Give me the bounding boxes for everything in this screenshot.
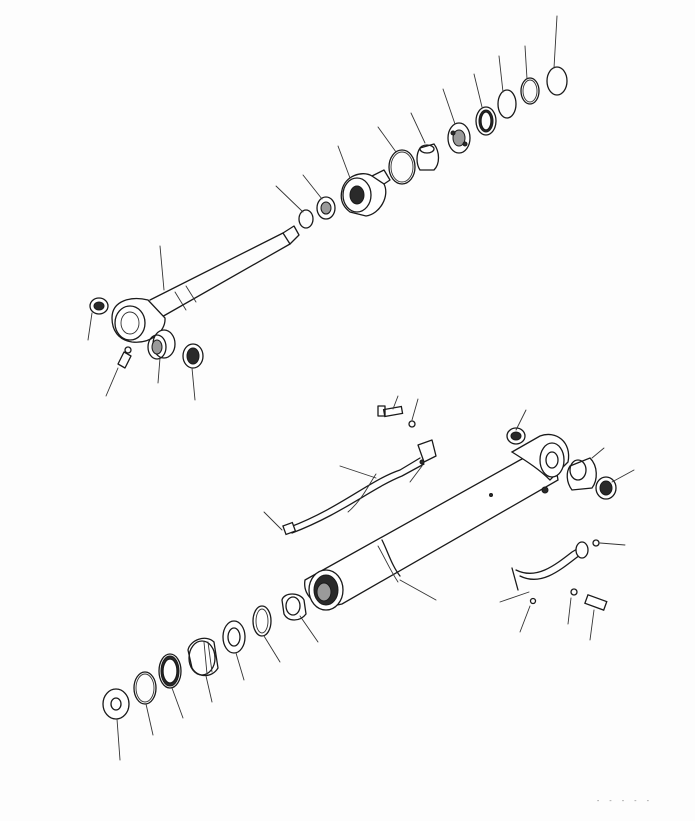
figure-code: - - - - - (596, 797, 652, 805)
leader-lines-lower (116, 395, 635, 761)
snap-ring-tube-top (506, 427, 526, 445)
piston-ring (475, 106, 497, 136)
grease-fitting-rod (117, 346, 132, 369)
pipe-lower (511, 539, 608, 611)
bushing-rod (147, 329, 176, 360)
rod-packing (252, 605, 272, 637)
dust-seal-rod (182, 343, 204, 369)
dust-seal-lower (102, 688, 130, 720)
ring-2 (316, 196, 336, 220)
buffer-ring (222, 620, 246, 654)
piston (447, 122, 471, 154)
cylinder-head-lower (187, 637, 219, 677)
backup-ring-lower (133, 671, 157, 705)
nut (546, 66, 568, 96)
o-ring-head (388, 149, 416, 185)
snap-ring-rod-left (89, 297, 109, 315)
leader-lines-upper (87, 15, 558, 401)
pipe-upper (282, 405, 437, 536)
bushing-tube (566, 457, 597, 491)
wear-ring-2 (520, 77, 540, 105)
head-bushing (281, 593, 307, 621)
spacer (416, 143, 440, 171)
cylinder-tube (304, 433, 570, 611)
dust-seal-tube (595, 476, 617, 500)
piston-rod (111, 225, 300, 343)
cylinder-head (340, 169, 391, 217)
piston-rod-assembly (87, 15, 568, 401)
cylinder-tube-assembly (102, 395, 635, 761)
ring-1 (298, 209, 314, 229)
o-ring-lower (158, 653, 182, 689)
wear-ring-1 (497, 89, 517, 119)
